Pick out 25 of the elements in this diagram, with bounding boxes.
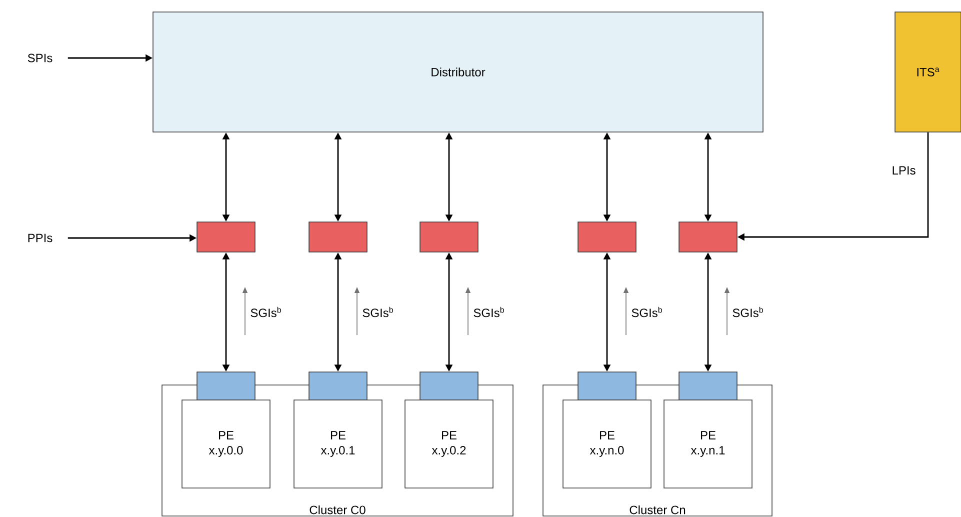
signal-label: SGIs$^{b}$	[250, 306, 281, 318]
signal-label: SGIs$^{b}$	[732, 306, 763, 318]
pe-box: PE x.y.0.2	[404, 400, 494, 488]
its-box: ITS$^{a}$	[894, 12, 961, 132]
redistributor-box	[578, 222, 636, 252]
interface-box	[196, 372, 256, 400]
pe-box: PE x.y.n.1	[664, 400, 752, 488]
signal-name: PPIs	[28, 234, 52, 242]
signal-name: SPIs	[28, 54, 52, 62]
pe-box: PE x.y.0.1	[294, 400, 382, 488]
redistributor-box	[678, 222, 738, 252]
distributor-box: Distributor	[152, 12, 764, 132]
interface-box	[678, 372, 738, 400]
signal-label: SGIs$^{b}$	[362, 306, 393, 318]
pe-box: PE x.y.n.0	[562, 400, 652, 488]
redistributor-box	[308, 222, 368, 252]
signal-label: SGIs$^{b}$	[632, 306, 662, 318]
signal-label: SGIs$^{b}$	[474, 306, 504, 318]
interface-box	[420, 372, 478, 400]
interface-box	[308, 372, 368, 400]
interface-box	[578, 372, 636, 400]
edge-label: LPIs	[890, 164, 918, 177]
redistributor-box	[196, 222, 256, 252]
pe-box: PE x.y.0.0	[182, 400, 270, 488]
redistributor-box	[420, 222, 478, 252]
